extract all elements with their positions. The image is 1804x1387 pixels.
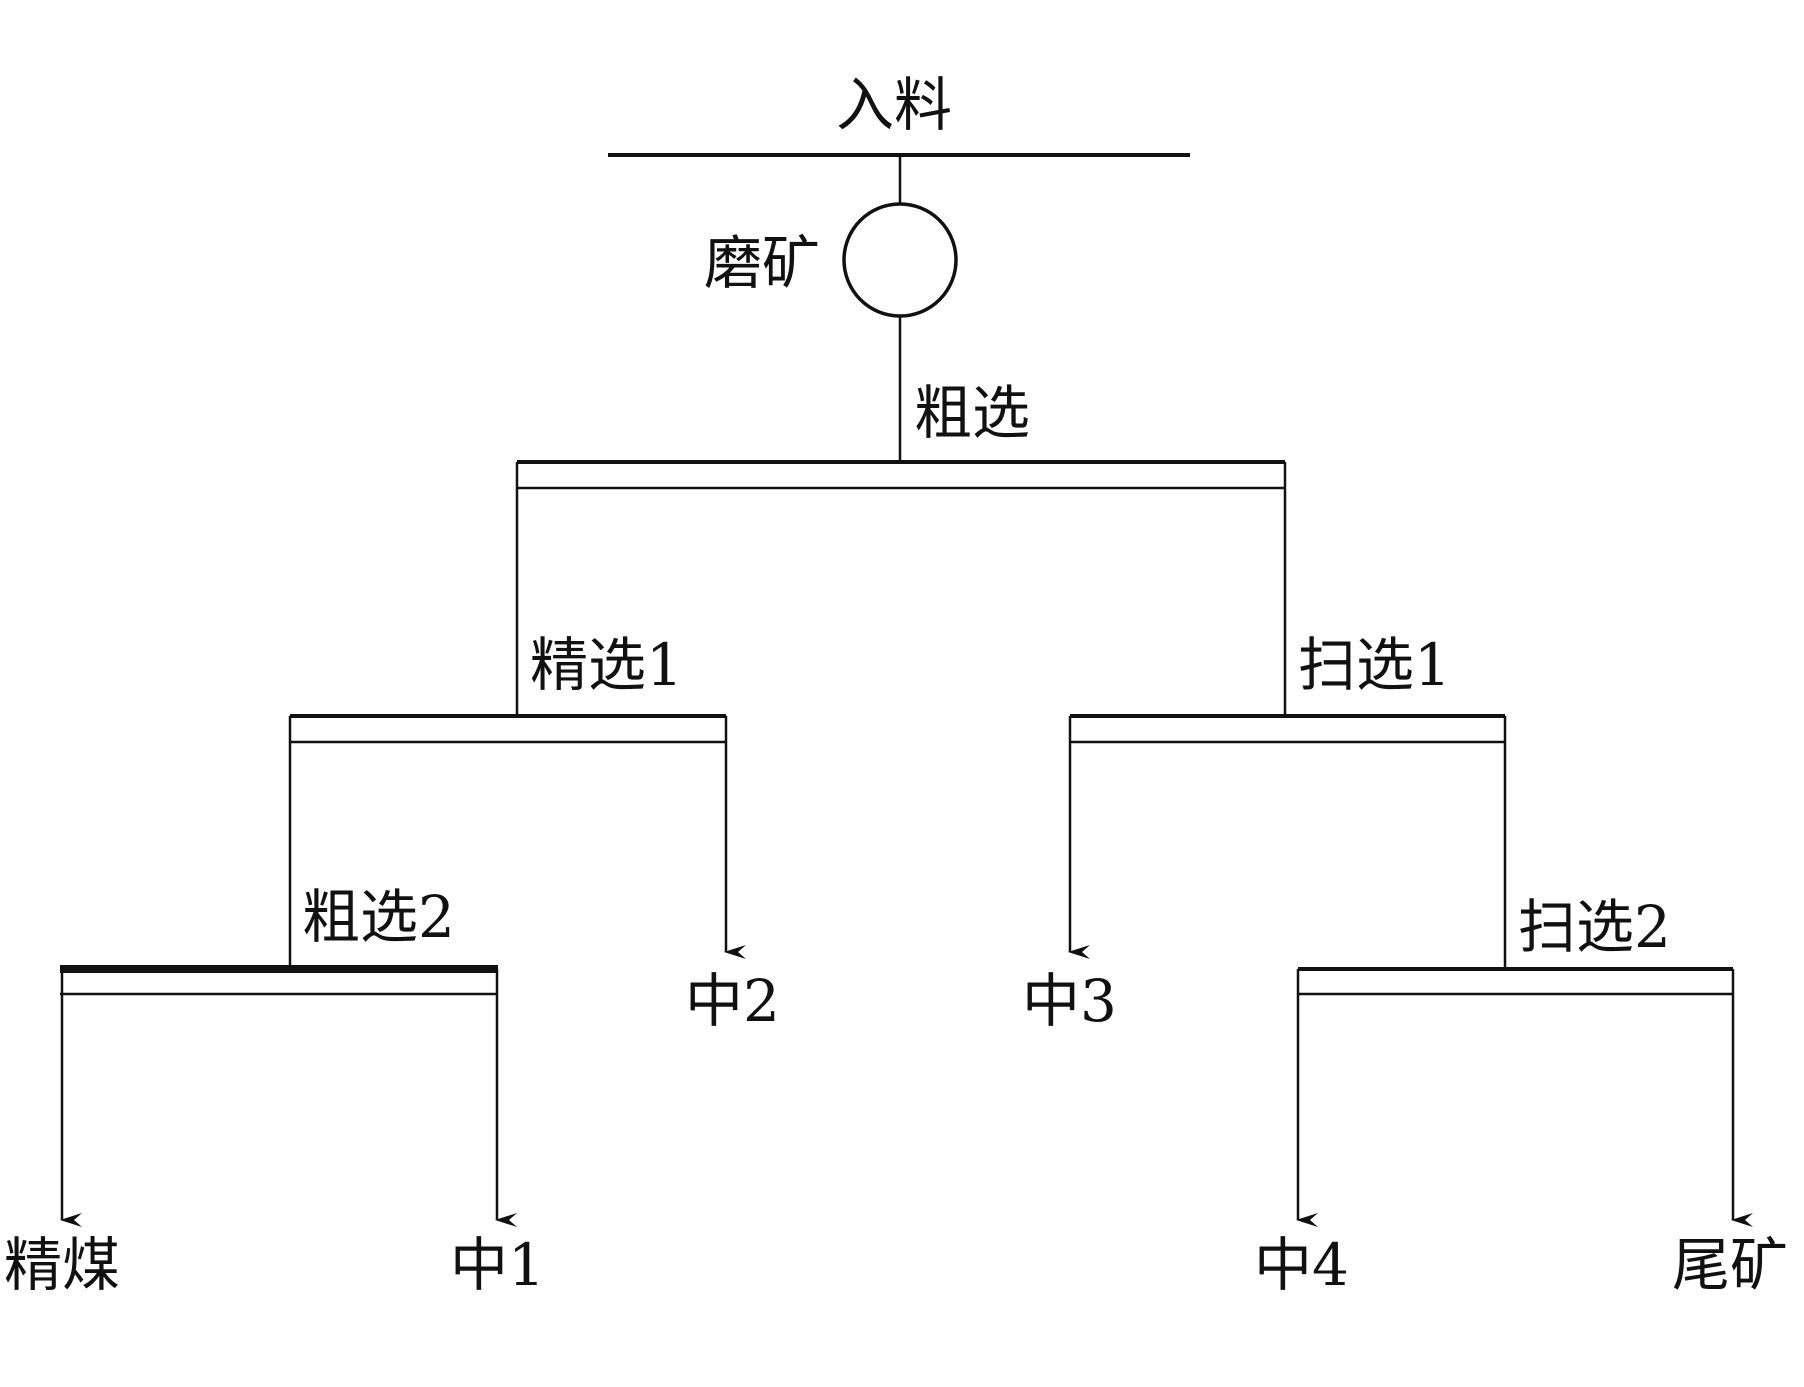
middling4-label: 中4 xyxy=(1254,1231,1349,1299)
scavenger1-stage xyxy=(1068,714,1507,744)
feed-label: 入料 xyxy=(836,71,953,139)
rougher-stage xyxy=(515,460,1287,490)
middling2-label: 中2 xyxy=(685,967,780,1035)
grinding-mill-circle xyxy=(842,202,958,318)
middling3-label: 中3 xyxy=(1022,967,1117,1035)
rougher2-stage xyxy=(60,965,499,996)
scavenger2-stage xyxy=(1296,967,1735,996)
cleaner1-stage xyxy=(288,714,728,744)
cleaner1-label: 精选1 xyxy=(530,631,683,699)
clean-coal-label: 精煤 xyxy=(4,1231,121,1299)
scavenger2-label: 扫选2 xyxy=(1518,893,1671,961)
grinding-label: 磨矿 xyxy=(704,229,821,297)
scavenger1-label: 扫选1 xyxy=(1298,631,1451,699)
middling1-label: 中1 xyxy=(450,1231,545,1299)
rougher-label: 粗选 xyxy=(914,379,1031,447)
tailings-label: 尾矿 xyxy=(1672,1231,1789,1299)
rougher2-label: 粗选2 xyxy=(302,883,455,951)
